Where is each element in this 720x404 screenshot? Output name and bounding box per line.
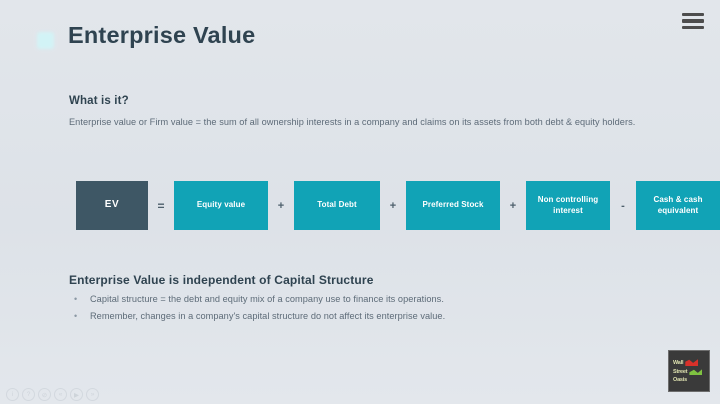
formula-box-cash-and-cash-equivalent: Cash & cash equivalent: [636, 181, 720, 230]
logo-red-chart-icon: [685, 359, 699, 366]
formula-operator-equals: =: [157, 198, 165, 213]
logo-word-street: Street: [673, 368, 688, 375]
logo-row-1: Wall: [673, 359, 705, 366]
logo-word-oasis: Oasis: [673, 377, 687, 383]
menu-bar-1: [682, 13, 704, 17]
logo-green-chart-icon: [689, 369, 703, 375]
slide-header: Enterprise Value: [0, 0, 720, 72]
independent-heading: Enterprise Value is independent of Capit…: [69, 273, 374, 287]
independent-bullet-list: Capital structure = the debt and equity …: [69, 291, 669, 325]
wall-street-oasis-logo: Wall Street Oasis: [668, 350, 710, 392]
list-item: Capital structure = the debt and equity …: [69, 291, 669, 308]
mute-button[interactable]: ⊘: [38, 388, 51, 401]
player-controls-bar: i ? ⊘ « ▶ »: [6, 388, 99, 401]
rewind-button[interactable]: «: [54, 388, 67, 401]
play-button[interactable]: ▶: [70, 388, 83, 401]
formula-box-total-debt: Total Debt: [294, 181, 380, 230]
formula-operator-plus-2: +: [389, 199, 397, 212]
help-button[interactable]: ?: [22, 388, 35, 401]
logo-row-3: Oasis: [673, 377, 705, 383]
formula-box-ev: EV: [76, 181, 148, 230]
what-is-it-body: Enterprise value or Firm value = the sum…: [69, 117, 636, 127]
forward-button[interactable]: »: [86, 388, 99, 401]
menu-bar-2: [682, 19, 704, 23]
menu-bar-3: [682, 25, 704, 29]
formula-operator-minus: -: [621, 199, 625, 212]
list-item: Remember, changes in a company's capital…: [69, 308, 669, 325]
info-button[interactable]: i: [6, 388, 19, 401]
enterprise-value-formula: EV = Equity value + Total Debt + Preferr…: [76, 181, 720, 230]
formula-operator-plus-3: +: [509, 199, 517, 212]
hamburger-menu-icon[interactable]: [680, 10, 706, 32]
formula-box-equity-value: Equity value: [174, 181, 268, 230]
formula-box-non-controlling-interest: Non controlling interest: [526, 181, 610, 230]
what-is-it-heading: What is it?: [69, 95, 129, 107]
logo-row-2: Street: [673, 368, 705, 375]
title-accent-dot-icon: [37, 32, 54, 49]
formula-box-preferred-stock: Preferred Stock: [406, 181, 500, 230]
formula-operator-plus-1: +: [277, 199, 285, 212]
page-title: Enterprise Value: [68, 22, 256, 48]
logo-word-wall: Wall: [673, 359, 684, 366]
